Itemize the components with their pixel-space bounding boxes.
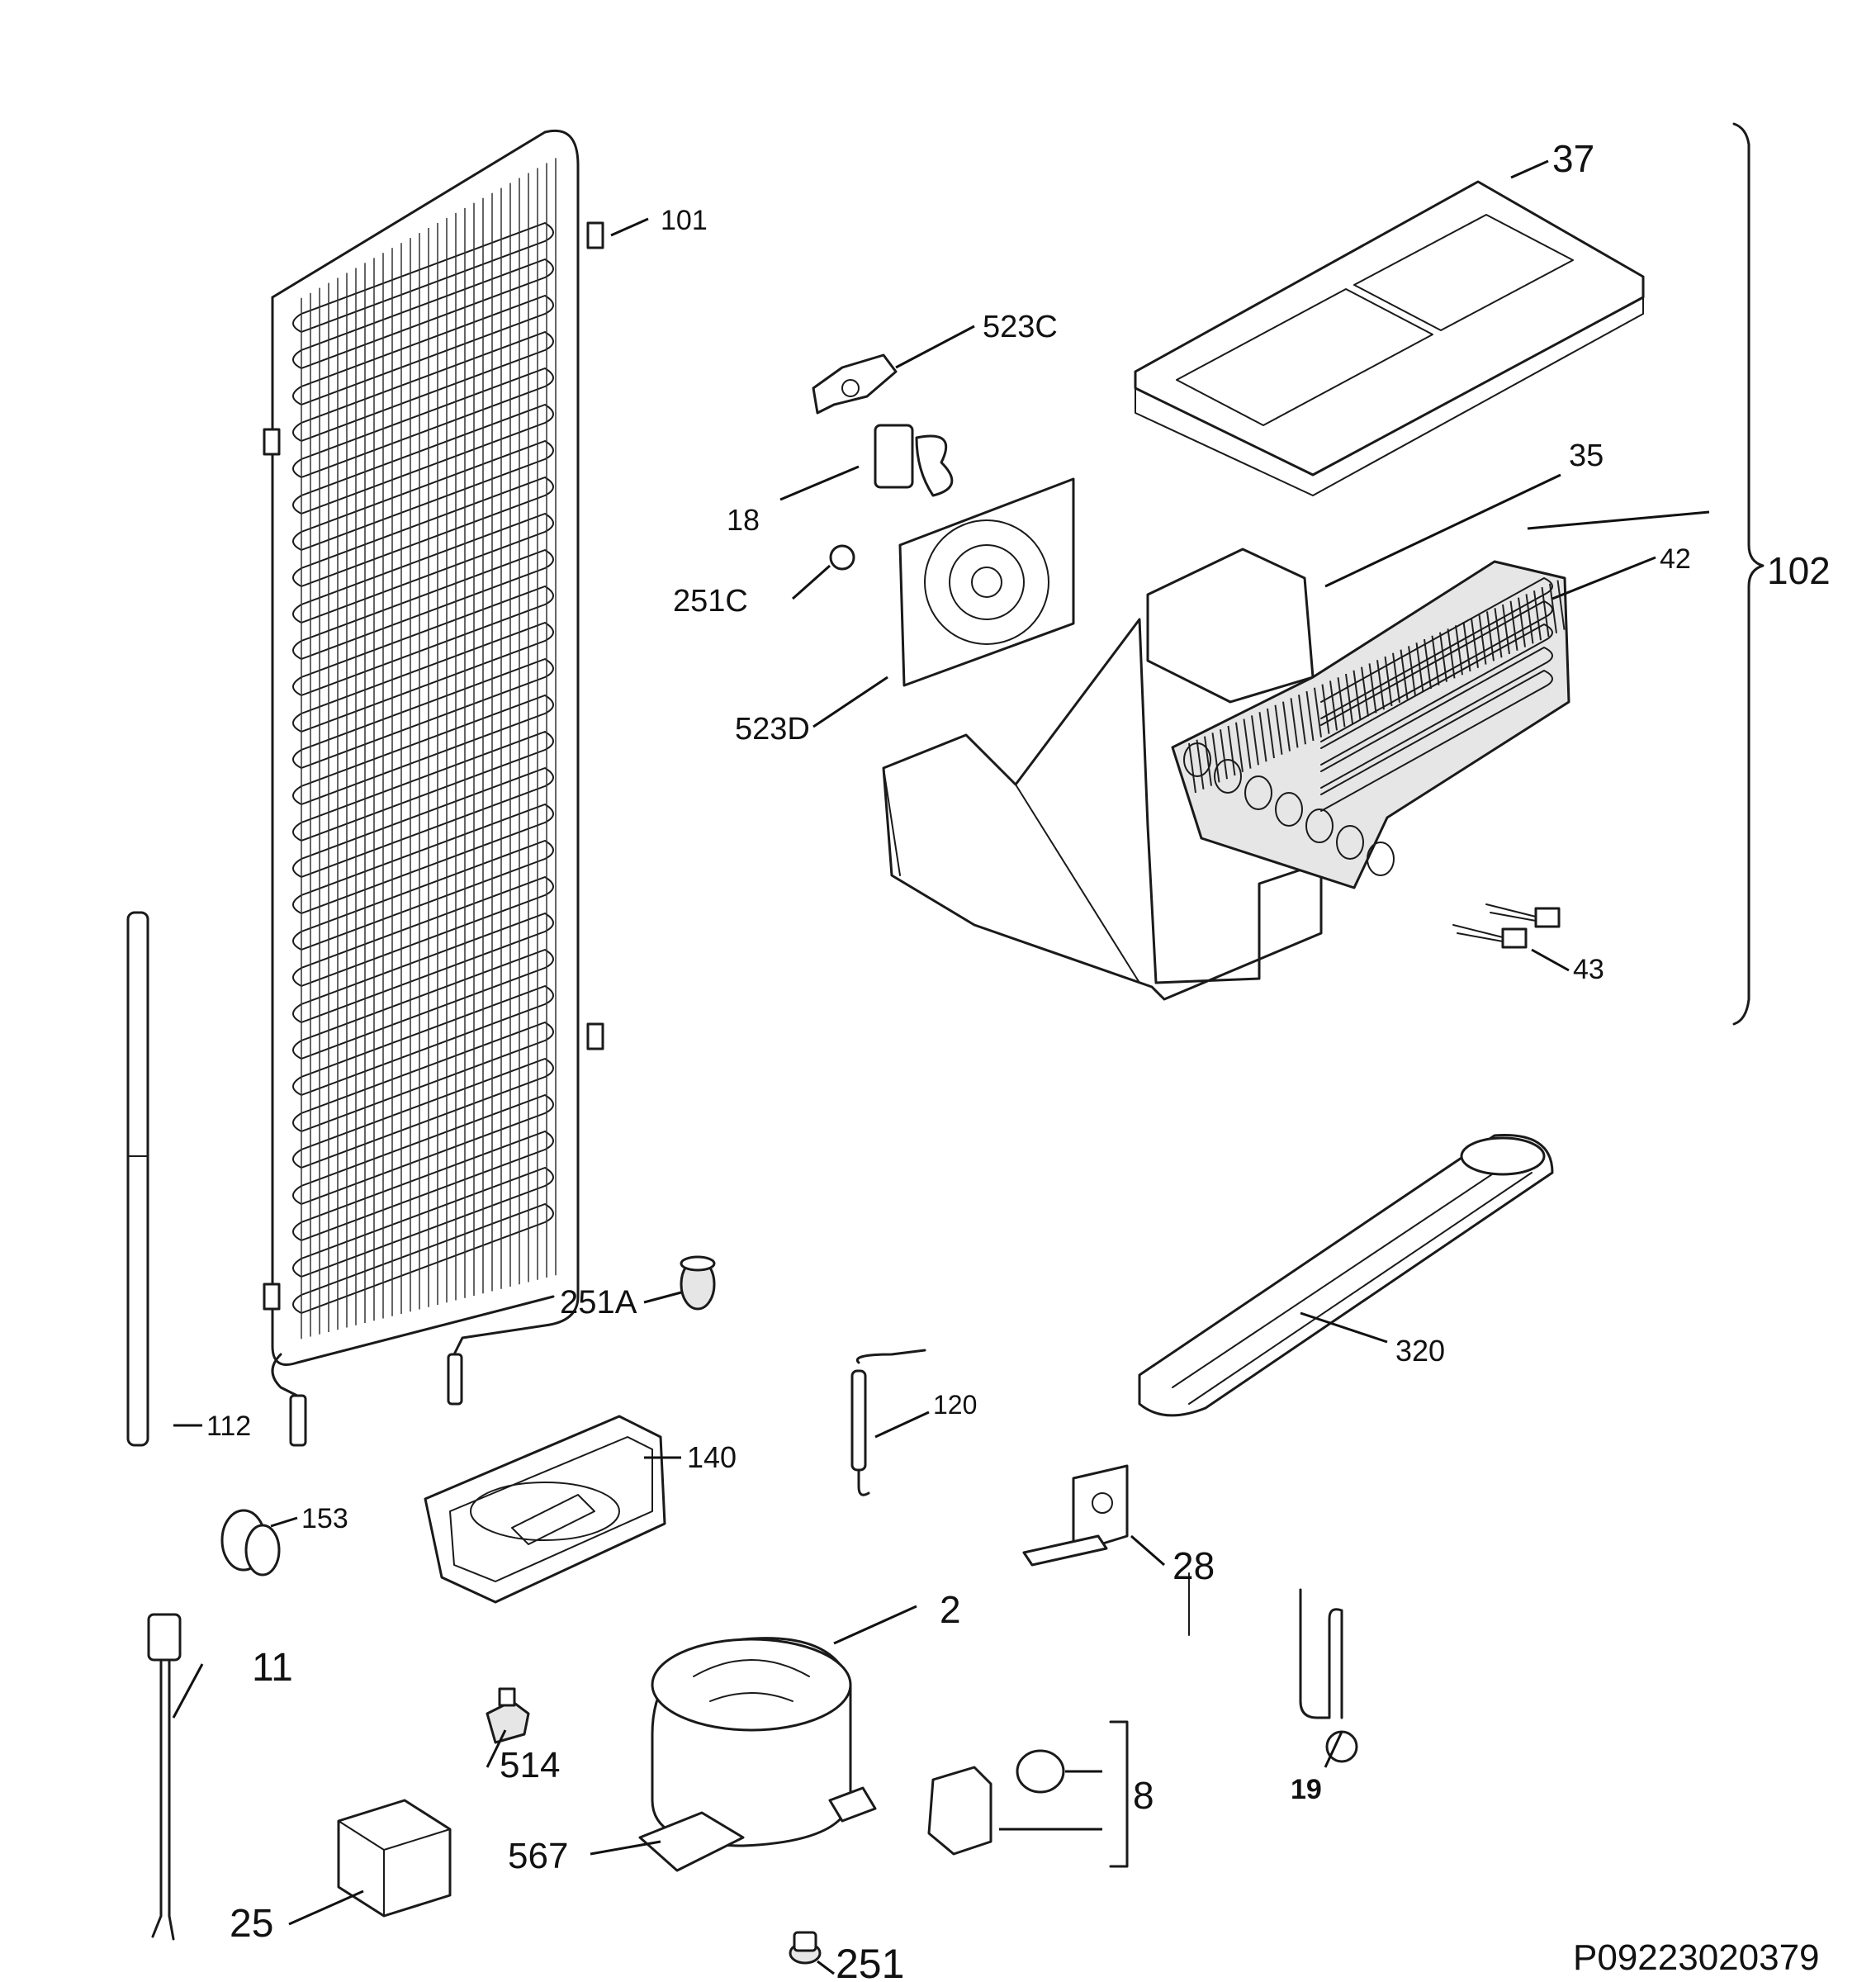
evaporator-cover-37 (1134, 180, 1645, 496)
drip-tray-140 (424, 1415, 666, 1604)
label-18: 18 (727, 503, 760, 537)
fan-group (812, 353, 1075, 687)
label-28: 28 (1172, 1544, 1215, 1587)
leader-lines (172, 159, 1710, 1975)
label-320: 320 (1395, 1334, 1445, 1368)
part-labels: 101 112 251A 153 140 120 11 514 25 567 2… (206, 137, 1831, 1982)
relay-set-8 (927, 1720, 1129, 1868)
label-120: 120 (933, 1390, 977, 1420)
label-140: 140 (687, 1440, 737, 1474)
compressor-2 (638, 1637, 877, 1872)
label-35: 35 (1569, 439, 1604, 473)
label-251A: 251A (560, 1284, 637, 1321)
label-514: 514 (500, 1745, 560, 1785)
clip-28 (1022, 1464, 1190, 1636)
label-101: 101 (661, 205, 708, 236)
figure-code: P09223020379 (1573, 1937, 1820, 1978)
label-112: 112 (206, 1411, 251, 1442)
label-37: 37 (1552, 137, 1594, 180)
label-102: 102 (1767, 549, 1831, 592)
grommet-251A (680, 1255, 716, 1311)
label-19: 19 (1291, 1774, 1322, 1805)
thermostat-sensor-11 (147, 1613, 182, 1941)
sensor-120 (850, 1349, 926, 1496)
label-43: 43 (1573, 954, 1604, 985)
grommet-251 (789, 1931, 822, 1965)
label-8: 8 (1133, 1774, 1154, 1817)
label-523C: 523C (983, 310, 1058, 344)
evaporator-assembly-102 (882, 122, 1765, 1026)
label-11: 11 (252, 1646, 293, 1690)
label-251: 251 (836, 1941, 904, 1982)
label-567: 567 (508, 1836, 568, 1876)
cover-box-25 (337, 1799, 452, 1918)
shelf-rail-320 (1138, 1134, 1554, 1417)
label-2: 2 (940, 1588, 961, 1631)
label-153: 153 (301, 1503, 348, 1534)
tube-112 (126, 911, 149, 1447)
power-cable-19 (1299, 1588, 1358, 1763)
label-251C: 251C (673, 584, 748, 619)
label-42: 42 (1660, 543, 1691, 575)
bushing-153 (220, 1509, 281, 1577)
grommet-514 (486, 1687, 530, 1744)
label-25: 25 (230, 1902, 273, 1946)
condenser-101 (263, 130, 604, 1447)
label-523D: 523D (735, 712, 810, 747)
